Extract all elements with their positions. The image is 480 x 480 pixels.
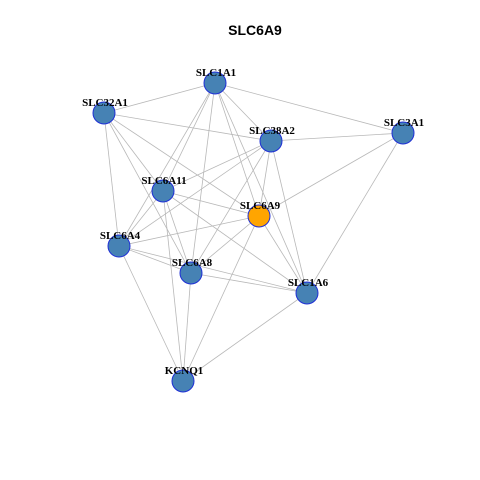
- node-label-slc6a11: SLC6A11: [141, 175, 186, 187]
- node-slc6a8: [179, 261, 203, 285]
- node-label-slc32a1: SLC32A1: [82, 97, 128, 109]
- edge-slc32a1-slc6a9: [103, 112, 260, 217]
- edge-slc6a4-kcnq1: [118, 245, 184, 382]
- node-kcnq1: [171, 369, 195, 393]
- edge-slc6a4-slc6a8: [118, 245, 192, 274]
- edge-slc38a2-slc6a9: [258, 140, 272, 217]
- edge-slc6a8-slc1a6: [190, 272, 308, 294]
- node-label-kcnq1: KCNQ1: [165, 365, 204, 377]
- node-slc3a1: [391, 121, 415, 145]
- edge-slc32a1-slc6a8: [103, 112, 192, 274]
- edge-slc38a2-slc6a4: [118, 140, 272, 247]
- edge-slc1a1-slc1a6: [214, 82, 308, 294]
- edge-slc1a1-slc3a1: [214, 82, 404, 134]
- node-slc1a6: [295, 281, 319, 305]
- edge-slc38a2-slc3a1: [270, 132, 404, 142]
- node-layer: [92, 71, 415, 393]
- node-label-slc6a9: SLC6A9: [240, 200, 281, 212]
- edge-slc6a11-slc6a8: [162, 190, 192, 274]
- edge-slc6a9-slc6a8: [190, 215, 260, 274]
- node-label-slc38a2: SLC38A2: [249, 125, 295, 137]
- edge-slc1a1-slc6a4: [118, 82, 216, 247]
- edge-slc38a2-slc1a6: [270, 140, 308, 294]
- edge-slc32a1-slc38a2: [103, 112, 272, 142]
- node-slc6a11: [151, 179, 175, 203]
- edge-slc32a1-slc6a11: [103, 112, 164, 192]
- edge-slc38a2-slc6a8: [190, 140, 272, 274]
- edge-slc32a1-slc6a4: [103, 112, 120, 247]
- node-slc1a1: [203, 71, 227, 95]
- edge-slc6a9-kcnq1: [182, 215, 260, 382]
- edge-slc6a8-kcnq1: [182, 272, 192, 382]
- node-slc6a9: [247, 204, 271, 228]
- edge-slc6a11-slc6a4: [118, 190, 164, 247]
- node-label-slc1a1: SLC1A1: [196, 67, 236, 79]
- edge-slc3a1-slc1a6: [306, 132, 404, 294]
- edge-slc1a1-slc38a2: [214, 82, 272, 142]
- node-slc32a1: [92, 101, 116, 125]
- edge-slc6a9-slc6a4: [118, 215, 260, 247]
- edge-slc3a1-slc6a9: [258, 132, 404, 217]
- edge-slc1a6-kcnq1: [182, 292, 308, 382]
- edge-slc1a1-slc32a1: [103, 82, 216, 114]
- node-slc38a2: [259, 129, 283, 153]
- edge-slc6a4-slc1a6: [118, 245, 308, 294]
- node-label-slc3a1: SLC3A1: [384, 117, 424, 129]
- edge-slc38a2-slc6a11: [162, 140, 272, 192]
- edge-slc1a1-slc6a9: [214, 82, 260, 217]
- edge-slc1a1-slc6a11: [162, 82, 216, 192]
- node-label-slc6a8: SLC6A8: [172, 257, 213, 269]
- node-label-slc6a4: SLC6A4: [100, 230, 141, 242]
- node-label-slc1a6: SLC1A6: [288, 277, 329, 289]
- node-slc6a4: [107, 234, 131, 258]
- edge-layer: [103, 82, 404, 382]
- graph-title: SLC6A9: [228, 22, 282, 38]
- edge-slc6a11-kcnq1: [162, 190, 184, 382]
- edge-slc6a11-slc1a6: [162, 190, 308, 294]
- edge-slc1a1-slc6a8: [190, 82, 216, 274]
- edge-slc6a11-slc6a9: [162, 190, 260, 217]
- edge-slc6a9-slc1a6: [258, 215, 308, 294]
